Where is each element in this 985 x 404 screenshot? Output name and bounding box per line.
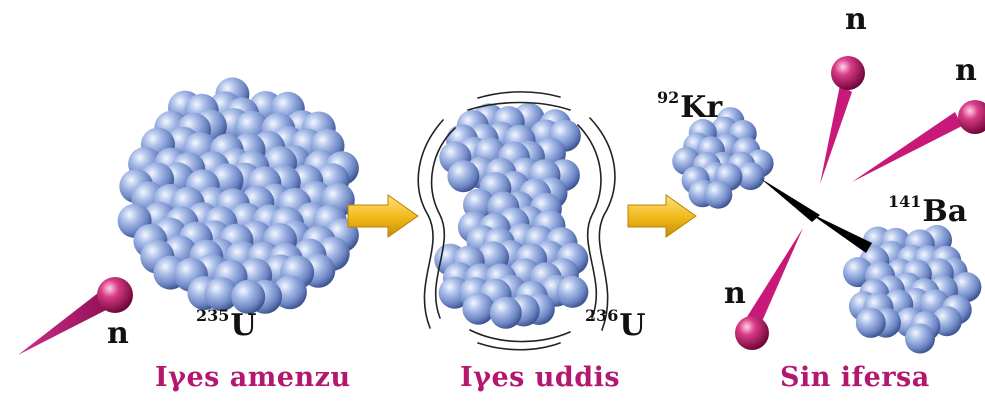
caption-step-2: Iγes uddis [460, 362, 620, 393]
kr92-symbol: Kr [680, 90, 722, 125]
ba141-mass: 141 [888, 192, 921, 211]
uranium-235-nucleus [118, 77, 359, 313]
u236-mass: 236 [585, 306, 618, 325]
neutron-label-emitted-3: n [724, 276, 746, 311]
fission-link-kr [760, 178, 820, 222]
ba141-symbol: Ba [922, 194, 967, 229]
nucleon [556, 276, 588, 308]
incoming-neutron [97, 277, 133, 313]
uranium-236-nucleus [434, 103, 588, 329]
incoming-neutron-tail [18, 293, 110, 355]
nucleon [905, 324, 935, 354]
caption-step-1: Iγes amenzu [155, 362, 351, 393]
nucleon [704, 181, 732, 209]
emitted-neutron-3 [735, 316, 769, 350]
emitted-neutron-1 [831, 56, 865, 90]
nucleon [447, 160, 479, 192]
nucleon [462, 293, 494, 325]
u236-label: 236U [585, 308, 646, 343]
caption-step-3: Sin ifersa [780, 362, 930, 393]
emitted-neutron-2 [958, 100, 985, 134]
u235-symbol: U [230, 308, 256, 343]
emitted-neutron-tail-2 [852, 112, 962, 182]
emitted-neutron-tail-1 [820, 85, 852, 184]
process-arrow-1 [348, 195, 418, 237]
ba141-label: 141Ba [888, 194, 967, 229]
u235-label: 235U [196, 308, 257, 343]
kr92-mass: 92 [657, 88, 679, 107]
kr92-label: 92Kr [657, 90, 722, 125]
u236-symbol: U [619, 308, 645, 343]
nucleon [856, 308, 886, 338]
neutron-label-incoming: n [107, 316, 129, 351]
neutron-label-emitted-1: n [845, 2, 867, 37]
emitted-neutron-tail-3 [745, 228, 803, 326]
neutron-label-emitted-2: n [955, 53, 977, 88]
nucleon [490, 297, 522, 329]
process-arrow-2 [628, 195, 696, 237]
fission-link-ba [808, 212, 872, 253]
u235-mass: 235 [196, 306, 229, 325]
